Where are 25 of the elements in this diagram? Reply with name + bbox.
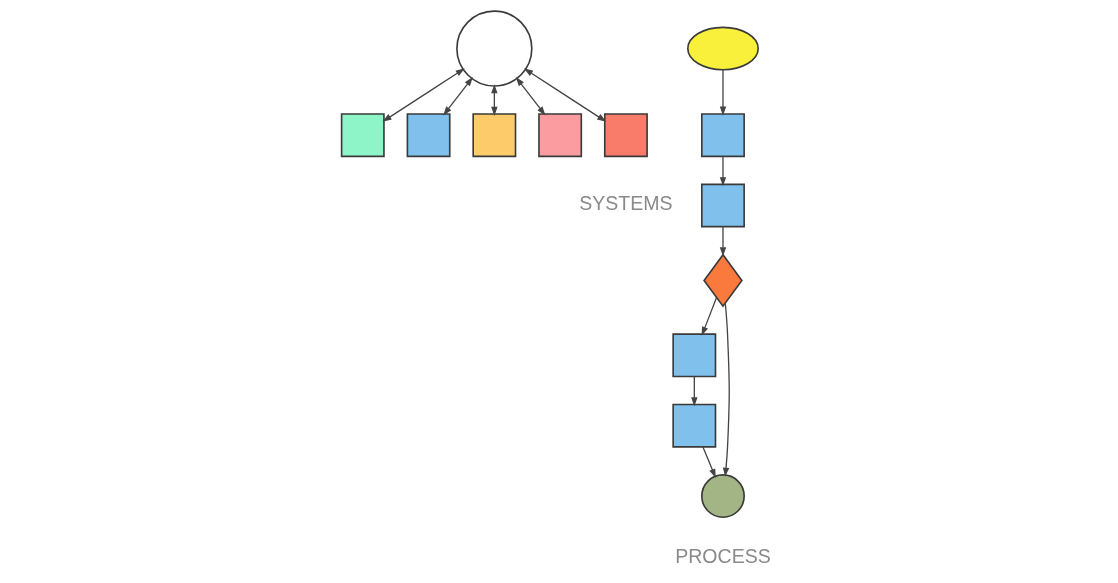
node-box — [340, 113, 385, 158]
node-box — [701, 113, 745, 158]
arrow — [523, 68, 607, 122]
arrow — [719, 155, 727, 187]
node-box — [701, 183, 745, 228]
node-circle — [701, 474, 745, 518]
arrow — [382, 68, 465, 122]
arrow — [702, 446, 716, 479]
node-box — [406, 113, 451, 158]
node-box — [672, 333, 717, 378]
label: SYSTEMS — [579, 192, 673, 215]
arrow — [691, 375, 698, 407]
node-box — [538, 113, 583, 158]
node-box — [472, 113, 517, 158]
arrow — [719, 226, 727, 257]
arrow — [515, 77, 546, 116]
arrow — [719, 69, 727, 116]
node-box — [603, 113, 648, 158]
arrow — [722, 302, 730, 477]
node-ellipse — [687, 26, 759, 71]
node-diamond — [703, 253, 743, 308]
arrow — [443, 77, 473, 116]
label: PROCESS — [675, 545, 771, 568]
node-box — [672, 403, 717, 448]
arrow — [701, 296, 718, 336]
